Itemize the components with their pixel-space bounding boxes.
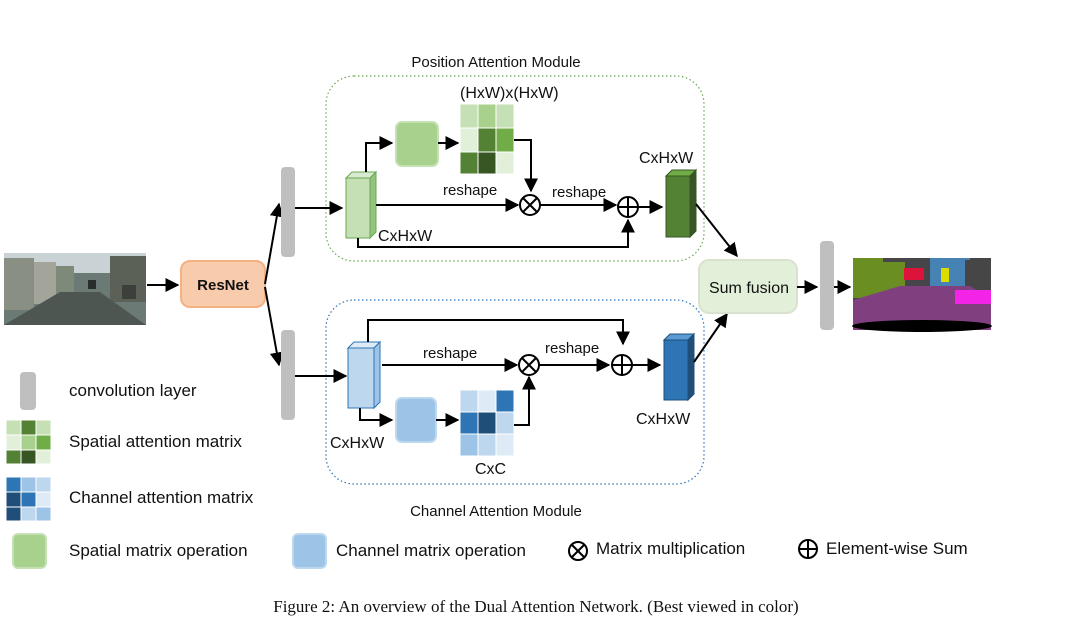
cam-reshape-label-2: reshape xyxy=(545,340,599,357)
cam-output-feature-cube xyxy=(662,332,696,402)
conv-layer-upper xyxy=(281,167,295,257)
legend-channel-attention-matrix-label: Channel attention matrix xyxy=(69,488,254,507)
arrow-cam-skip-to-sum xyxy=(367,319,630,346)
arrow-pam-output-to-fusion xyxy=(695,203,738,258)
sum-fusion-label: Sum fusion xyxy=(709,280,789,297)
conv-layer-lower xyxy=(281,330,295,420)
pam-output-feature-cube xyxy=(664,168,698,239)
arrow-pam-to-spatial-op xyxy=(365,136,394,172)
legend-conv-layer-label: convolution layer xyxy=(69,381,197,400)
legend-channel-attention-matrix-swatch xyxy=(5,476,52,522)
input-street-image xyxy=(4,253,146,325)
legend-spatial-matrix-operation-swatch xyxy=(12,533,47,569)
cam-input-feature-cube xyxy=(346,340,382,410)
legend-spatial-matrix-operation-label: Spatial matrix operation xyxy=(69,541,248,560)
arrow-cam-output-to-fusion xyxy=(693,312,728,363)
pam-spatial-matrix-operation xyxy=(395,121,439,167)
cam-element-wise-sum-symbol xyxy=(611,354,633,376)
cam-channel-attention-matrix xyxy=(459,389,515,457)
pam-reshape-label-1: reshape xyxy=(443,182,497,199)
channel-module-title: Channel Attention Module xyxy=(410,503,582,520)
position-module-title: Position Attention Module xyxy=(411,54,580,71)
resnet-label: ResNet xyxy=(197,277,249,294)
pam-matrix-multiplication-symbol xyxy=(519,194,541,216)
pam-spatial-attention-matrix xyxy=(459,103,515,175)
legend-matrix-multiplication-label: Matrix multiplication xyxy=(596,539,745,558)
legend-matrix-multiplication-icon xyxy=(568,541,588,561)
output-segmentation-image xyxy=(852,258,992,332)
legend-spatial-attention-matrix-label: Spatial attention matrix xyxy=(69,432,242,451)
figure-caption: Figure 2: An overview of the Dual Attent… xyxy=(273,597,799,616)
pam-output-dims-label: CxHxW xyxy=(639,150,694,167)
arrow-resnet-to-lower-conv xyxy=(264,286,284,367)
arrow-cam-to-channel-op xyxy=(359,408,394,427)
position-attention-module-box xyxy=(325,75,705,262)
arrow-resnet-to-upper-conv xyxy=(264,202,284,285)
legend-element-wise-sum-label: Element-wise Sum xyxy=(826,539,968,558)
conv-layer-final xyxy=(820,241,834,330)
cam-matrix-multiplication-symbol xyxy=(518,354,540,376)
legend-spatial-attention-matrix-swatch xyxy=(5,419,52,465)
pam-element-wise-sum-symbol xyxy=(617,196,639,218)
pam-input-dims-label: CxHxW xyxy=(378,228,433,245)
legend-element-wise-sum-icon xyxy=(798,539,818,559)
pam-input-feature-cube xyxy=(344,170,378,240)
arrow-attention-to-pam-multiply xyxy=(514,139,538,193)
legend-channel-matrix-operation-label: Channel matrix operation xyxy=(336,541,526,560)
cam-channel-matrix-operation xyxy=(395,397,437,443)
pam-reshape-label-2: reshape xyxy=(552,184,606,201)
legend-conv-layer-swatch xyxy=(20,372,36,410)
cam-input-dims-label: CxHxW xyxy=(330,435,385,452)
channel-attention-module-box xyxy=(325,299,705,485)
arrow-pam-skip-to-sum xyxy=(357,218,635,248)
cam-reshape-label-1: reshape xyxy=(423,345,477,362)
arrow-attention-to-cam-multiply xyxy=(514,375,536,426)
cam-attention-dims-label: CxC xyxy=(475,461,506,478)
pam-attention-dims-label: (HxW)x(HxW) xyxy=(460,85,559,102)
legend-channel-matrix-operation-swatch xyxy=(292,533,327,569)
cam-output-dims-label: CxHxW xyxy=(636,411,691,428)
